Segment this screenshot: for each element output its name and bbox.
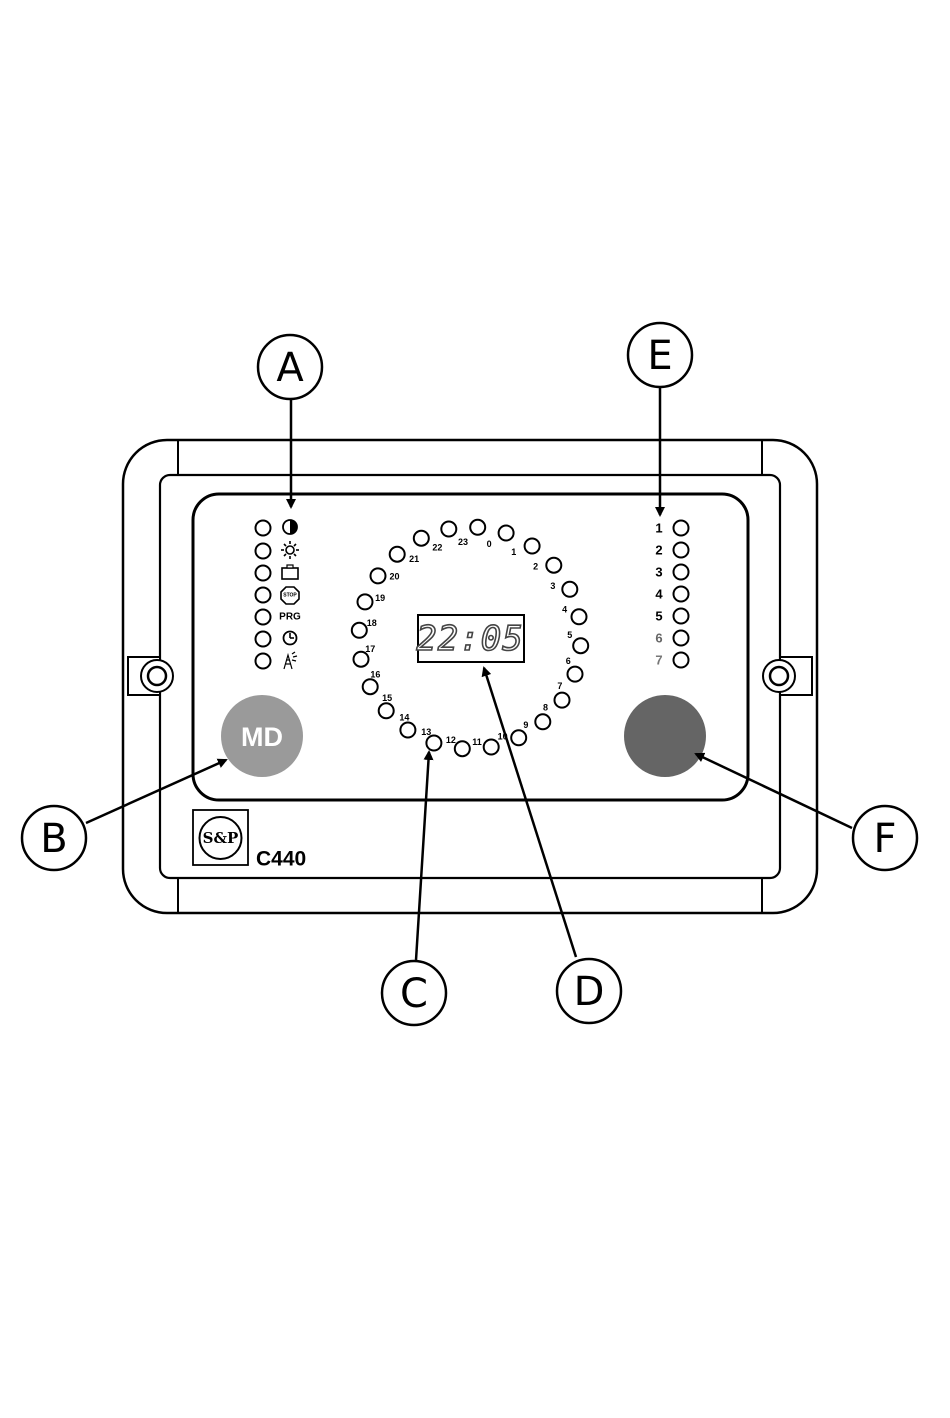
- hour-led-3: [546, 558, 561, 573]
- svg-text:D: D: [574, 969, 605, 1015]
- hour-label-6: 6: [566, 656, 571, 666]
- status-led: [256, 566, 271, 581]
- model-label: C440: [256, 848, 306, 871]
- hour-led-10: [511, 730, 526, 745]
- day-label-7: 7: [655, 653, 662, 668]
- day-led-2: [674, 543, 689, 558]
- hour-label-22: 22: [432, 542, 442, 552]
- callout-b: B: [22, 806, 86, 870]
- hour-label-0: 0: [487, 539, 492, 549]
- hour-led-2: [525, 539, 540, 554]
- hour-led-4: [562, 582, 577, 597]
- callout-a: A: [258, 335, 322, 399]
- svg-text:C: C: [400, 971, 428, 1017]
- hour-label-1: 1: [511, 547, 516, 557]
- hour-led-20: [371, 568, 386, 583]
- hour-label-17: 17: [365, 644, 375, 654]
- md-button-label: MD: [241, 722, 283, 752]
- status-led: [256, 610, 271, 625]
- day-label-3: 3: [655, 565, 662, 580]
- hour-led-11: [484, 740, 499, 755]
- hour-label-12: 12: [446, 735, 456, 745]
- clock-icon: [284, 632, 297, 645]
- selection-button[interactable]: [624, 695, 706, 777]
- hour-label-3: 3: [550, 581, 555, 591]
- hour-led-9: [535, 714, 550, 729]
- hour-led-8: [555, 693, 570, 708]
- callout-d: D: [557, 959, 621, 1023]
- left-mounting-screw: [128, 657, 173, 695]
- hour-led-7: [568, 667, 583, 682]
- day-label-6: 6: [655, 631, 662, 646]
- hour-led-1: [499, 526, 514, 541]
- svg-text:STOP: STOP: [283, 593, 297, 599]
- hour-label-14: 14: [399, 713, 409, 723]
- status-led: [256, 588, 271, 603]
- logo-text: S&P: [203, 829, 239, 847]
- hour-led-16: [363, 679, 378, 694]
- hour-led-19: [358, 594, 373, 609]
- hour-label-11: 11: [472, 737, 482, 747]
- status-led: [256, 544, 271, 559]
- hour-label-16: 16: [370, 670, 380, 680]
- day-led-4: [674, 587, 689, 602]
- hour-label-5: 5: [567, 630, 572, 640]
- half-circle-icon: [283, 520, 297, 534]
- hour-led-13: [426, 736, 441, 751]
- hour-label-19: 19: [375, 593, 385, 603]
- hour-label-8: 8: [543, 703, 548, 713]
- hour-label-7: 7: [557, 681, 562, 691]
- brand-logo: S&P: [193, 810, 248, 865]
- status-led: [256, 521, 271, 536]
- hour-led-12: [455, 741, 470, 756]
- callout-e: E: [628, 323, 692, 387]
- display-time: 22:05: [416, 619, 523, 659]
- hour-label-21: 21: [409, 554, 419, 564]
- callout-c: C: [382, 961, 446, 1025]
- hour-led-6: [573, 638, 588, 653]
- hour-led-23: [441, 522, 456, 537]
- time-display: 22:05: [416, 615, 524, 662]
- hour-led-21: [390, 547, 405, 562]
- hour-led-15: [379, 703, 394, 718]
- day-led-1: [674, 521, 689, 536]
- status-led: [256, 632, 271, 647]
- hour-led-18: [352, 623, 367, 638]
- svg-text:A: A: [276, 345, 304, 391]
- svg-text:B: B: [40, 816, 67, 862]
- md-button[interactable]: MD: [221, 695, 303, 777]
- day-label-5: 5: [655, 609, 662, 624]
- hour-label-4: 4: [562, 604, 567, 614]
- day-label-4: 4: [655, 587, 663, 602]
- hour-led-5: [572, 609, 587, 624]
- svg-text:F: F: [873, 816, 896, 862]
- hour-label-2: 2: [533, 562, 538, 572]
- day-led-5: [674, 609, 689, 624]
- day-label-2: 2: [655, 543, 662, 558]
- day-led-6: [674, 631, 689, 646]
- hour-label-20: 20: [389, 571, 399, 581]
- right-mounting-screw: [763, 657, 812, 695]
- status-led: [256, 654, 271, 669]
- hour-led-22: [414, 531, 429, 546]
- hour-label-23: 23: [458, 537, 468, 547]
- day-led-7: [674, 653, 689, 668]
- hour-label-15: 15: [382, 693, 392, 703]
- prg-label: PRG: [279, 612, 301, 623]
- hour-label-18: 18: [367, 618, 377, 628]
- hour-label-13: 13: [421, 727, 431, 737]
- callout-f: F: [853, 806, 917, 870]
- hour-led-0: [470, 520, 485, 535]
- stop-sign-icon: STOP: [281, 587, 299, 604]
- day-label-1: 1: [655, 521, 662, 536]
- hour-led-14: [400, 723, 415, 738]
- day-led-3: [674, 565, 689, 580]
- hour-label-9: 9: [523, 720, 528, 730]
- svg-text:E: E: [647, 333, 672, 379]
